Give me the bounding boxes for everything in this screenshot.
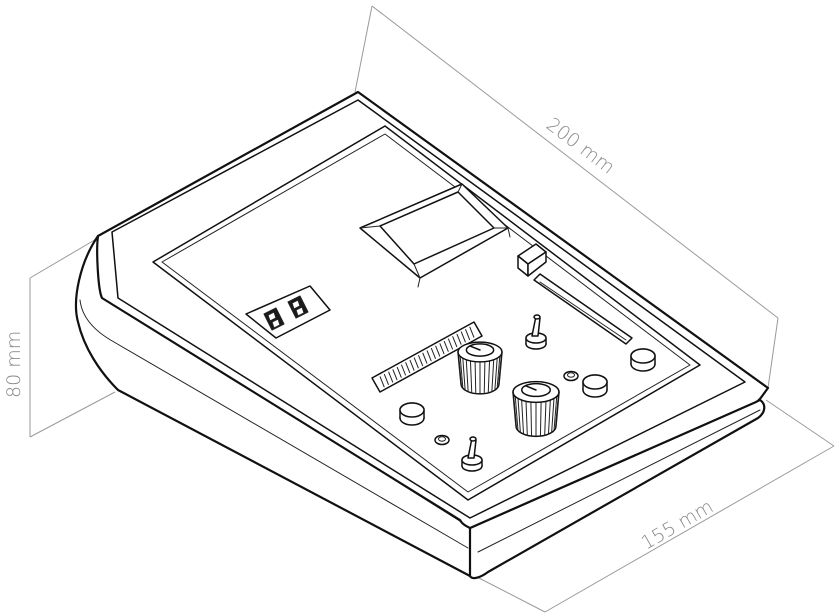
slider-track-groove	[539, 281, 627, 341]
led-indicator-left	[434, 434, 450, 446]
push-button-right[interactable]	[630, 348, 656, 372]
display-bevel-2	[457, 183, 463, 193]
housing-side-ridge	[79, 299, 469, 549]
bar-graph-segment	[469, 326, 475, 338]
slider-track	[533, 273, 633, 345]
dimension-height-extension-bottom	[29, 391, 116, 438]
dimension-height-extension-top	[29, 237, 99, 279]
dimension-depth-line	[544, 445, 835, 613]
push-button-middle[interactable]	[582, 374, 608, 398]
dimension-height-label: 80 mm	[3, 331, 25, 398]
bar-graph-segment	[409, 359, 415, 371]
segment-digit-2	[287, 295, 309, 319]
bar-graph-segment	[426, 350, 432, 362]
push-button-left[interactable]	[399, 402, 425, 426]
dimension-length-line	[371, 5, 779, 319]
bar-graph-segment	[435, 345, 441, 357]
toggle-switch-bottom[interactable]	[461, 436, 483, 472]
bar-graph-segment	[448, 338, 453, 350]
dimension-length-extension-start	[354, 5, 373, 93]
bar-graph	[371, 321, 483, 393]
bar-graph-segment	[418, 355, 424, 367]
bar-graph-segment	[392, 369, 398, 381]
bar-graph-segment	[443, 340, 449, 352]
bar-graph-segment	[465, 329, 471, 341]
dimension-length-extension-end	[767, 317, 779, 389]
bar-graph-segment	[422, 352, 428, 364]
housing-bezel	[111, 99, 746, 519]
segment-display	[245, 285, 331, 339]
bar-graph-segment	[396, 366, 402, 378]
housing-left-side	[74, 234, 474, 578]
slider	[517, 243, 633, 345]
bar-graph-segment	[460, 331, 466, 343]
dimension-depth-extension-back	[765, 399, 835, 447]
front-panel	[152, 125, 701, 501]
display-bevel-4	[413, 263, 421, 279]
dimension-depth-label: 155 mm	[638, 496, 718, 555]
bar-graph-segment	[439, 343, 445, 355]
bar-graph-segments	[379, 326, 475, 388]
display-bevel-1	[359, 225, 381, 229]
bar-graph-segment	[405, 362, 411, 374]
bar-graph-segment	[379, 376, 385, 388]
slider-knob[interactable]	[517, 243, 547, 277]
bar-graph-segment	[383, 373, 389, 385]
bar-graph-segment	[401, 364, 406, 376]
panel-inner-border	[161, 133, 691, 493]
housing-front-ridge	[477, 409, 761, 553]
segment-display-frame	[245, 285, 331, 339]
bar-graph-segment	[452, 336, 458, 348]
display-window	[359, 183, 511, 288]
bar-graph-segment	[388, 371, 394, 383]
segment-digit-1	[263, 307, 285, 331]
bar-graph-segment	[456, 333, 462, 345]
dimension-height: 80 mm	[3, 237, 116, 438]
bar-graph-segment	[413, 357, 419, 369]
bar-graph-segment	[430, 347, 436, 359]
rotary-knob-top[interactable]	[457, 341, 503, 395]
dimension-depth-extension-front	[474, 575, 546, 613]
led-indicator-right	[563, 370, 579, 382]
display-leg-right	[507, 227, 511, 238]
bar-graph-frame	[371, 321, 483, 393]
panel-face	[152, 125, 701, 501]
display-leg-left	[417, 277, 421, 288]
rotary-knob-bottom[interactable]	[512, 380, 560, 438]
toggle-switch-top[interactable]	[525, 314, 547, 350]
